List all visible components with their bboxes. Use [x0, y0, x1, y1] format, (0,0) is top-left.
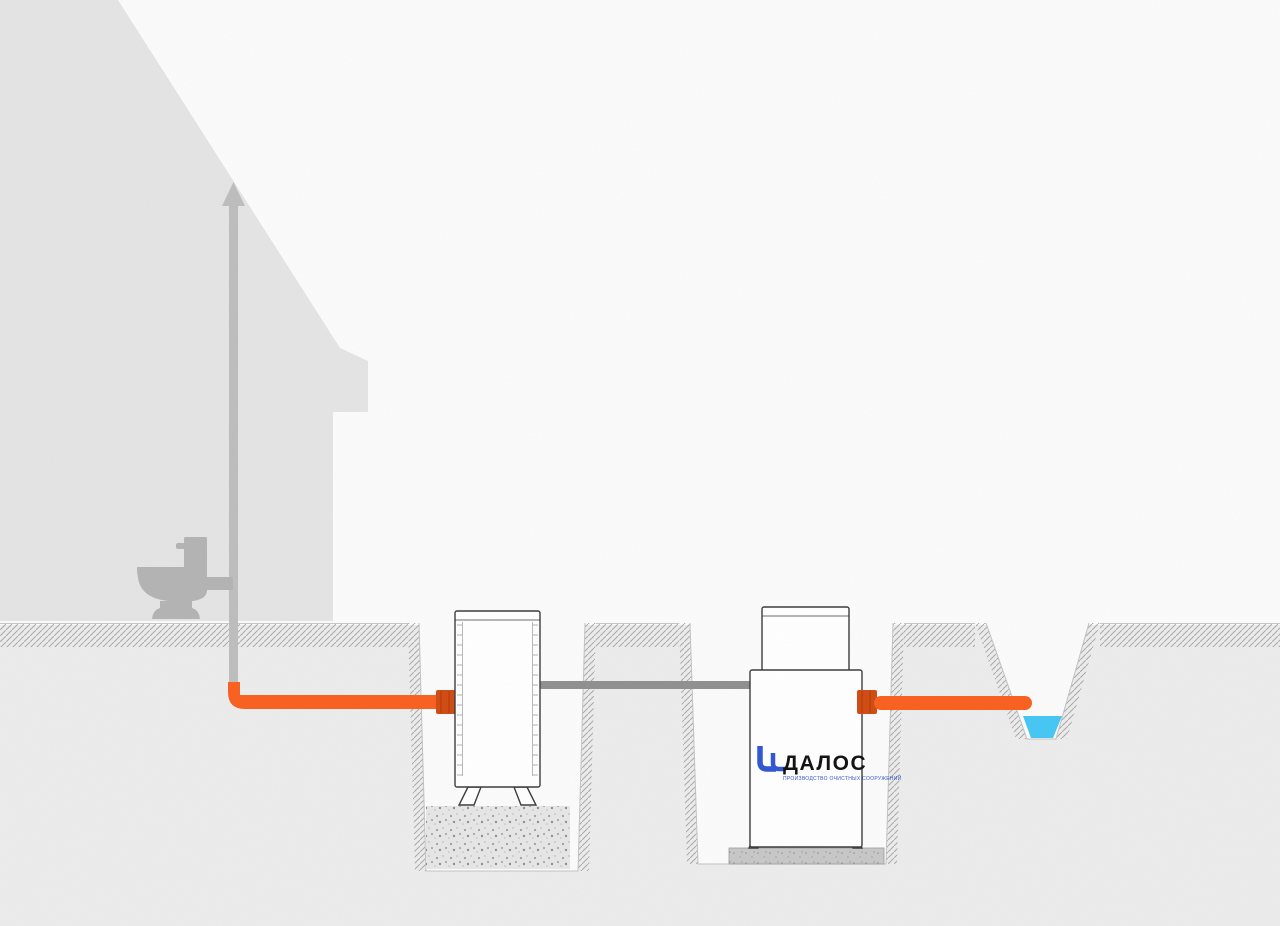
septic-system-diagram: ДАЛОС ПРОИЗВОДСТВО ОЧИСТНЫХ СООРУЖЕНИЙ: [0, 0, 1280, 926]
noise-texture-overlay: [0, 0, 1280, 926]
